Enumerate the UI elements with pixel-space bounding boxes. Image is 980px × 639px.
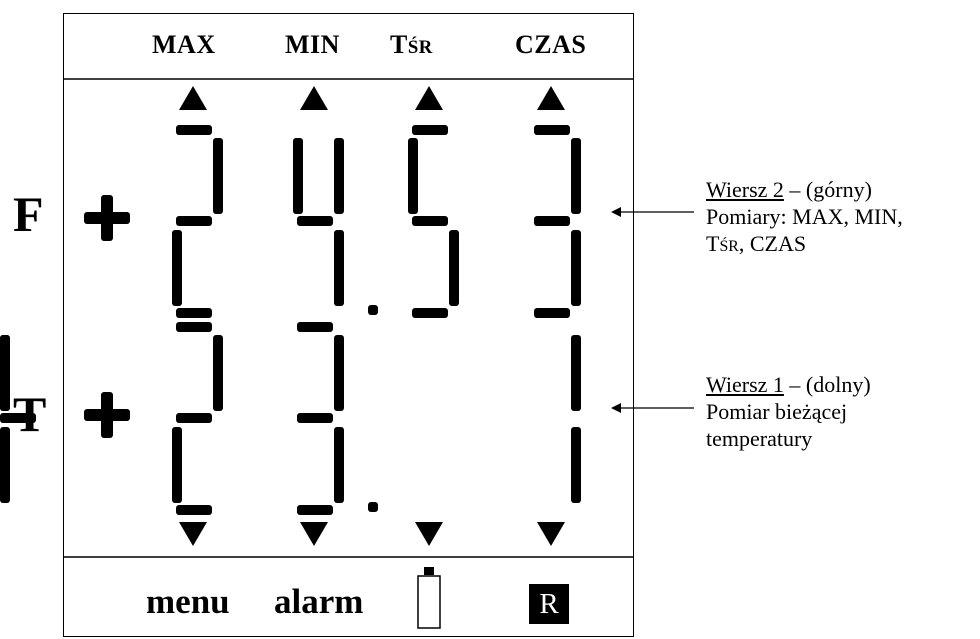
segment-d [297, 505, 333, 515]
segment-d [176, 505, 212, 515]
arrow-down-icon [415, 522, 443, 546]
row-label-upper: F [13, 186, 44, 242]
arrow-down-icon [179, 522, 207, 546]
annotation-upper-row: Wiersz 2 – (górny) Pomiary: MAX, MIN, TŚ… [706, 176, 903, 260]
upper-row-digits [172, 125, 581, 318]
segment-g [0, 413, 36, 423]
callout-arrow-icon [611, 403, 694, 413]
lower-row-digits [0, 322, 581, 515]
arrow-up-icon [537, 86, 565, 110]
arrow-up-icon [415, 86, 443, 110]
plus-sign-icon [84, 195, 130, 241]
annotation-upper-line3: TŚR, CZAS [706, 231, 807, 256]
segment-c [449, 230, 459, 306]
header-label-tsr-t: T [390, 30, 408, 59]
battery-icon [417, 567, 441, 629]
arrow-up-icon [179, 86, 207, 110]
segment-f [408, 138, 418, 214]
decimal-point [368, 305, 378, 315]
segment-g [297, 413, 333, 423]
segment-b [571, 138, 581, 214]
annotation-upper-line2: Pomiary: MAX, MIN, [706, 204, 903, 229]
segment-e [172, 427, 182, 503]
segment-g [176, 413, 212, 423]
segment-g [297, 216, 333, 226]
segment-g [534, 216, 570, 226]
segment-b [334, 138, 344, 214]
segment-d [176, 308, 212, 318]
annotation-lower-line2: Pomiar bieżącej [706, 399, 848, 424]
segment-f [293, 138, 303, 214]
segment-e [172, 230, 182, 306]
annotation-lower-line3: temperatury [706, 426, 813, 451]
header-label-tsr: TŚR [390, 30, 433, 60]
arrow-down-icon [300, 522, 328, 546]
r-indicator-box: R [529, 584, 569, 624]
annotation-upper-title: Wiersz 2 – (górny) [706, 177, 872, 202]
segment-a [176, 322, 212, 332]
segment-a [412, 125, 448, 135]
segment-c [571, 427, 581, 503]
segment-a [297, 322, 333, 332]
plus-sign-icon [84, 392, 130, 438]
segment-d [412, 308, 448, 318]
segment-b [213, 335, 223, 411]
arrow-up-icon [300, 86, 328, 110]
callout-arrow-icon [611, 207, 694, 217]
alarm-label: alarm [274, 582, 364, 621]
segment-a [534, 125, 570, 135]
header-label-czas: CZAS [515, 30, 587, 59]
arrow-down-icon [537, 522, 565, 546]
segment-c [334, 230, 344, 306]
segment-g [412, 216, 448, 226]
segment-a [176, 125, 212, 135]
segment-b [213, 138, 223, 214]
arrow-up-icons [179, 86, 565, 110]
lcd-display-frame [63, 13, 634, 637]
annotation-lower-row: Wiersz 1 – (dolny) Pomiar bieżącej tempe… [706, 371, 871, 452]
segment-b [334, 335, 344, 411]
segment-b [0, 335, 10, 411]
annotation-lower-title: Wiersz 1 – (dolny) [706, 372, 871, 397]
segment-g [176, 216, 212, 226]
segment-c [571, 230, 581, 306]
decimal-point [368, 502, 378, 512]
header-label-tsr-sub: ŚR [407, 37, 433, 58]
segment-d [534, 308, 570, 318]
arrow-down-icons [179, 522, 565, 546]
segment-b [571, 335, 581, 411]
menu-label: menu [146, 582, 230, 621]
segment-c [0, 427, 10, 503]
header-label-min: MIN [285, 30, 340, 59]
header-label-max: MAX [152, 30, 216, 59]
segment-c [334, 427, 344, 503]
